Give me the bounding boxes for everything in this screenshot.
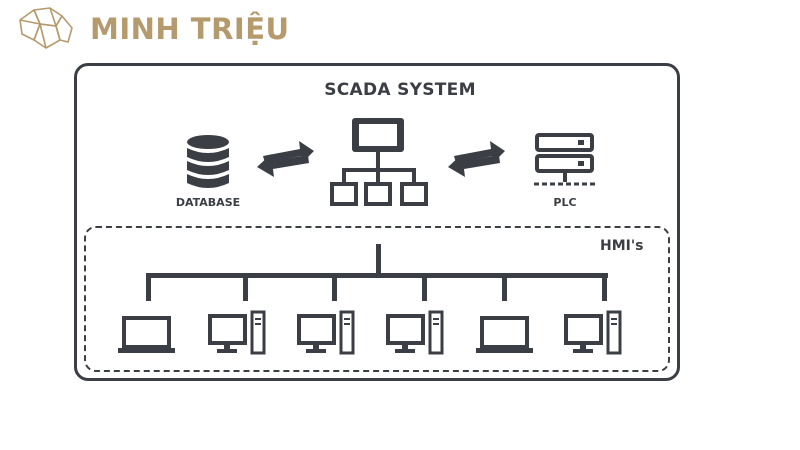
plc-icon: [534, 133, 596, 186]
brand-header: MINH TRIỆU: [16, 6, 290, 52]
desktop-computer-icon: [564, 310, 622, 355]
bidirectional-arrow-icon: [257, 141, 314, 177]
desktop-computer-icon: [386, 310, 444, 355]
gem-crystal-logo-icon: [19, 7, 73, 49]
hmi-group-label: HMI's: [600, 238, 644, 254]
laptop-icon: [476, 316, 533, 353]
scada-system-panel: [74, 63, 680, 381]
bidirectional-arrow-icon: [448, 141, 505, 177]
desktop-computer-icon: [208, 310, 266, 355]
diagram-title: SCADA SYSTEM: [324, 80, 476, 100]
scada-server-icon: [330, 118, 428, 206]
hmi-network-lines: [146, 244, 608, 301]
desktop-computer-icon: [297, 310, 355, 355]
laptop-icon: [118, 316, 175, 353]
database-icon: [187, 135, 229, 188]
database-label: DATABASE: [175, 196, 241, 209]
hmi-group-box: [84, 226, 670, 372]
brand-name: MINH TRIỆU: [90, 12, 290, 46]
plc-label: PLC: [553, 196, 577, 209]
